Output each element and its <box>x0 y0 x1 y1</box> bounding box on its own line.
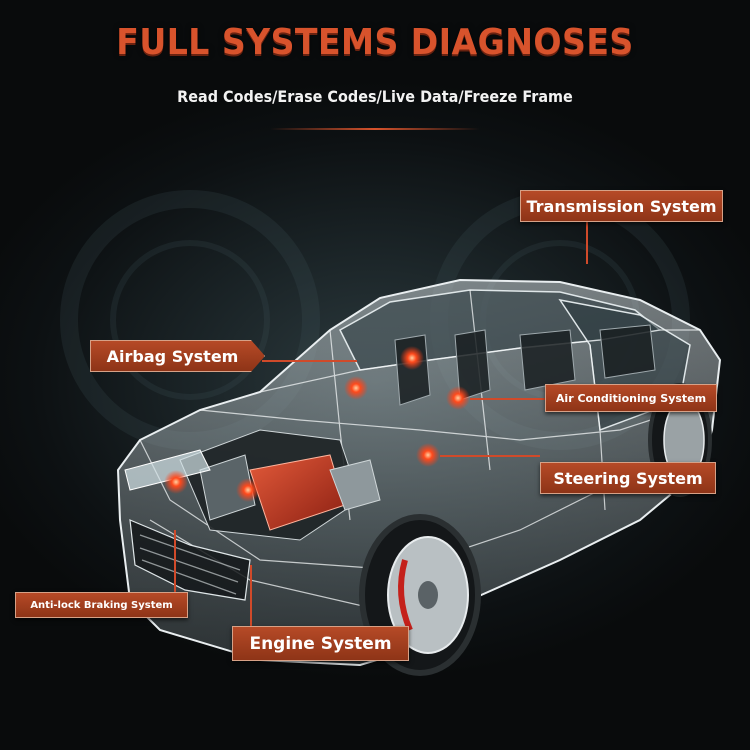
front-wheel <box>359 514 481 676</box>
page-title: FULL SYSTEMS DIAGNOSES <box>116 22 634 63</box>
page-subtitle: Read Codes/Erase Codes/Live Data/Freeze … <box>177 87 573 106</box>
airbag-leader-line <box>262 360 357 362</box>
steering-leader-line <box>440 455 540 457</box>
airbag-system-label: Airbag System <box>90 340 265 372</box>
transmission-leader-line <box>586 222 588 264</box>
air-conditioning-leader-line <box>470 398 546 400</box>
headlight <box>124 449 211 491</box>
anti-lock-braking-system-label: Anti-lock Braking System <box>15 592 188 618</box>
background-gauge-ring <box>110 240 270 400</box>
hotspots <box>164 346 470 502</box>
engine-system-label: Engine System <box>232 626 409 661</box>
car-seats <box>394 324 656 406</box>
transmission-system-label: Transmission System <box>520 190 723 222</box>
front-grille <box>129 519 251 601</box>
air-conditioning-system-label: Air Conditioning System <box>545 384 717 412</box>
abs-leader-line <box>174 530 176 594</box>
engine-leader-line <box>250 565 252 629</box>
steering-system-label: Steering System <box>540 462 716 494</box>
engine-bay <box>179 429 381 541</box>
title-divider <box>270 128 480 130</box>
